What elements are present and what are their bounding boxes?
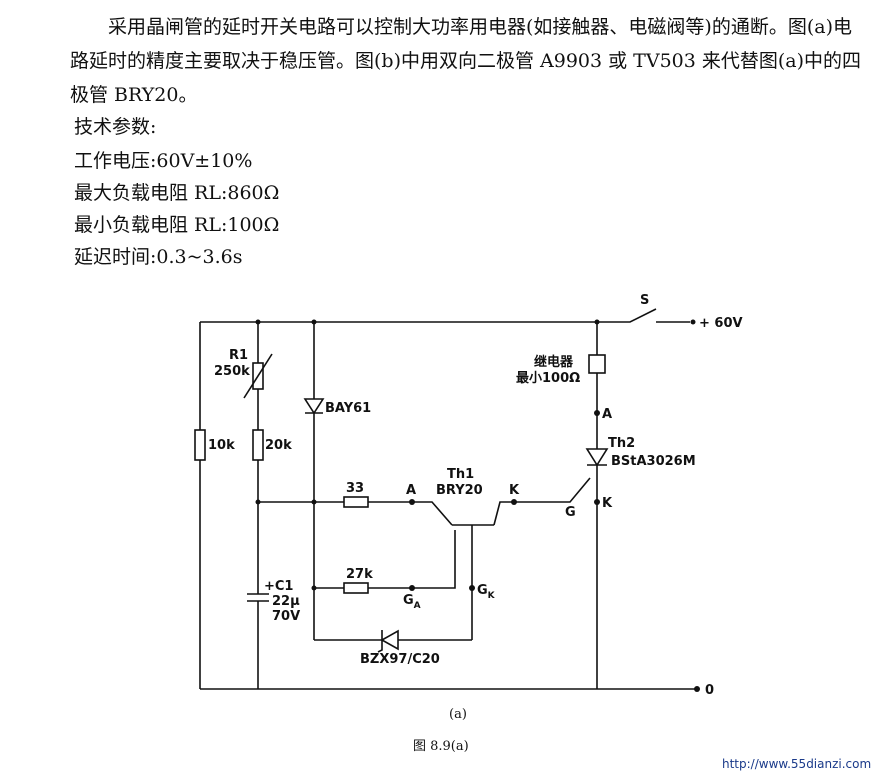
spec-max-load: 最大负载电阻 RL:860Ω (74, 182, 280, 204)
intro-paragraph: 采用晶闸管的延时开关电路可以控制大功率用电器(如接触器、电磁阀等)的通断。图(a… (70, 16, 862, 106)
spec-min-load: 最小负载电阻 RL:100Ω (74, 214, 280, 236)
node-right-top (594, 319, 600, 325)
resistor-33 (343, 496, 369, 508)
specs-title: 技术参数: (74, 116, 157, 138)
label-supply: + 60V (699, 316, 743, 331)
r1-variable-arrow (243, 353, 273, 399)
label-zero: 0 (705, 683, 714, 698)
node-27k (311, 585, 317, 591)
spec-delay: 延迟时间:0.3~3.6s (74, 246, 243, 268)
label-th1-name: Th1 (447, 467, 474, 482)
terminal-60v (690, 319, 696, 325)
spec-voltage: 工作电压:60V±10% (74, 150, 253, 172)
label-switch: S (640, 293, 649, 308)
node-bay-bottom (311, 499, 317, 505)
label-27k: 27k (346, 567, 373, 582)
label-th2-name: Th2 (608, 436, 635, 451)
node-r20k-top (255, 319, 261, 325)
switch-s (597, 308, 657, 323)
label-bay61: BAY61 (325, 401, 371, 416)
label-c1-voltage: 70V (272, 609, 300, 624)
diode-bay61 (303, 398, 325, 415)
label-relay-value: 最小100Ω (516, 371, 580, 386)
label-relay-name: 继电器 (534, 354, 574, 370)
terminal-zero (694, 686, 700, 692)
label-c1-name: +C1 (264, 579, 293, 594)
terminal-k2 (594, 499, 600, 505)
resistor-27k (343, 582, 369, 594)
figure-caption: 图 8.9(a) (413, 739, 469, 754)
relay-coil (588, 354, 606, 374)
label-zener: BZX97/C20 (360, 652, 440, 667)
label-pin-g: G (565, 505, 576, 520)
node-bay-top (311, 319, 317, 325)
label-r1-name: R1 (229, 348, 248, 363)
label-pin-gk: GK (477, 583, 496, 601)
label-pin-a1: A (406, 483, 416, 498)
terminal-a2 (594, 410, 600, 416)
capacitor-c1 (247, 593, 269, 602)
terminal-gk (469, 585, 475, 591)
terminal-a1 (409, 499, 415, 505)
label-c1-value: 22μ (272, 594, 300, 609)
label-pin-k1: K (509, 483, 520, 498)
label-pin-ga: GA (403, 593, 421, 611)
label-th1-type: BRY20 (436, 483, 483, 498)
label-33: 33 (346, 481, 364, 496)
terminal-ga (409, 585, 415, 591)
watermark: http://www.55dianzi.com (722, 757, 871, 771)
sub-caption: (a) (449, 707, 467, 722)
resistor-10k (194, 429, 206, 461)
label-10k: 10k (208, 438, 235, 453)
thyristor-th2 (585, 448, 609, 467)
label-r1-value: 250k (214, 364, 250, 379)
label-pin-k2: K (602, 496, 613, 511)
terminal-k1 (511, 499, 517, 505)
label-th2-type: BStA3026M (611, 454, 696, 469)
label-pin-a2: A (602, 407, 612, 422)
label-20k: 20k (265, 438, 292, 453)
node-c1-junction (255, 499, 261, 505)
resistor-20k (252, 429, 264, 461)
zener-bzx97 (377, 629, 399, 653)
